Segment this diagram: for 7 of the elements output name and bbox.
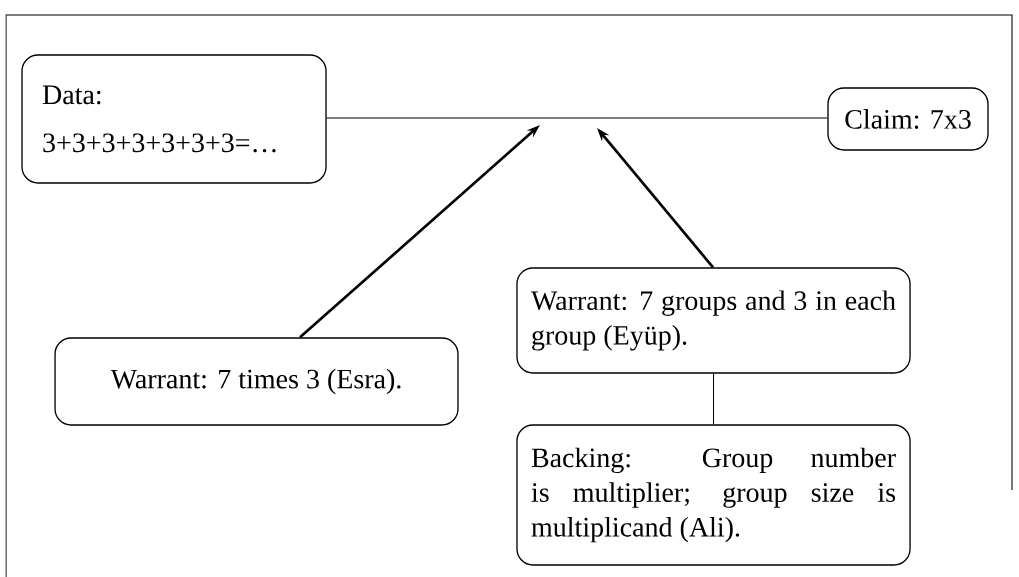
connector-line (326, 117, 828, 119)
text-box: Backing: Group number is multiplier; group size is multiplicand (Ali). (516, 424, 911, 566)
text-box: Data: 3+3+3+3+3+3+3=… (21, 54, 327, 184)
text-box: Warrant: 7 groups and 3 in each group (Eyüp). (516, 267, 911, 374)
connector-line (712, 373, 715, 425)
text-box: Warrant: 7 times 3 (Esra). (54, 337, 459, 426)
text-box: Claim: 7x3 (827, 87, 989, 151)
